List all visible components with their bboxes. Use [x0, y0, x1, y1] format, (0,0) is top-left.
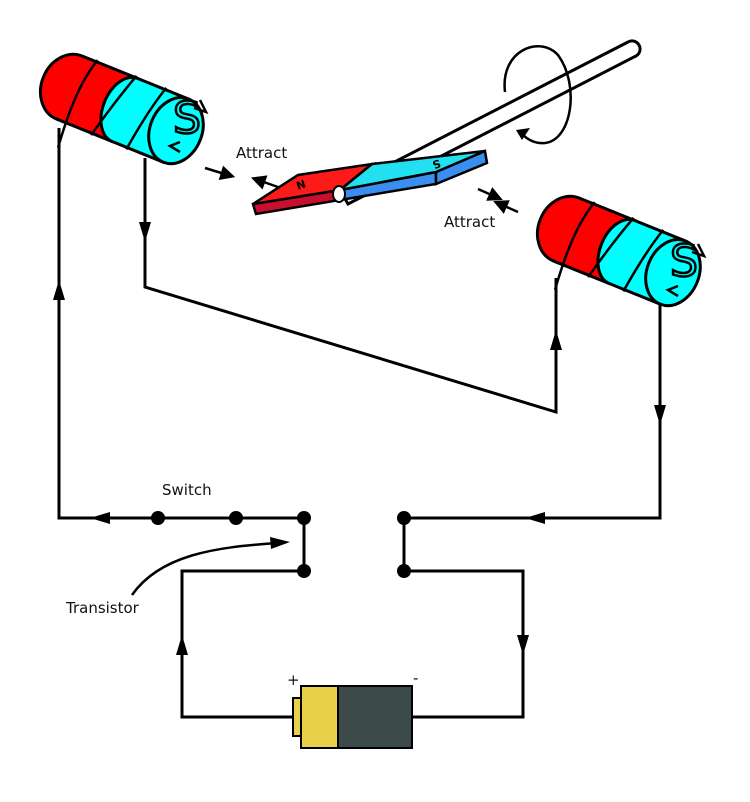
arrow-up-left-outer: [53, 280, 65, 300]
wire-right-outer: [402, 300, 662, 719]
arrow-down-left-coil: [139, 222, 151, 242]
attract-right-label: Attract: [444, 213, 495, 231]
current-direction-arrows: [53, 222, 666, 655]
right-coil-winding-1: [553, 201, 596, 291]
rotation-indicator: [503, 45, 572, 145]
right-coil-winding-2: [587, 217, 635, 278]
transistor-pointer-arrow: [130, 541, 279, 596]
axle-hole: [332, 185, 346, 203]
attract-right-arrow-2: [493, 200, 519, 214]
attract-left-label: Attract: [236, 144, 287, 162]
rotating-bar-magnet: N S: [251, 39, 642, 216]
arrow-up-right-coil: [550, 330, 562, 350]
left-coil-winding-3: [125, 87, 168, 150]
battery-plus-sign: +: [287, 671, 300, 689]
left-coil-winding-1: [56, 59, 99, 149]
right-coil-winding-3: [622, 229, 665, 292]
magnet-south-label: S: [430, 156, 442, 171]
arrow-left-right-row: [525, 512, 545, 524]
left-coil-end-cap: [147, 96, 205, 166]
arrow-down-battery-right: [517, 635, 529, 655]
left-coil-winding-2: [90, 75, 138, 136]
transistor-label: Transistor: [65, 599, 140, 617]
attract-right-arrow-1: [477, 187, 503, 201]
switch-contact-2[interactable]: [229, 511, 243, 525]
wire-transistor-left: [180, 518, 306, 719]
attract-right-indicator: Attract: [444, 187, 519, 231]
transistor-node-bottom-right: [397, 564, 411, 578]
right-coil-end-cap: [644, 238, 702, 308]
attract-left-indicator: Attract: [204, 144, 287, 190]
battery-positive-cap: [300, 685, 340, 749]
switch[interactable]: [151, 511, 243, 525]
switch-label: Switch: [162, 481, 212, 499]
battery-body: [337, 685, 413, 749]
arrow-left-switch-row: [90, 512, 110, 524]
right-electromagnet: S: [535, 194, 707, 308]
right-coil-pole-label: S: [670, 236, 698, 287]
transistor: [297, 511, 411, 578]
magnet-cyan-top: [339, 149, 486, 192]
transistor-node-top-right: [397, 511, 411, 525]
battery: [292, 685, 413, 749]
attract-left-arrow-2: [250, 175, 279, 190]
left-electromagnet: S: [38, 52, 209, 166]
battery-minus-sign: -: [413, 669, 418, 687]
right-coil-rotation-arrow-bottom: [665, 284, 679, 298]
left-coil-rotation-arrow-top: [193, 99, 209, 115]
rotation-indicator-arrowhead: [516, 128, 530, 140]
attract-left-arrow-1: [204, 165, 236, 180]
switch-contact-1[interactable]: [151, 511, 165, 525]
wire-left-outer: [57, 128, 304, 520]
transistor-pointer-arrowhead: [270, 537, 290, 549]
arrow-down-right-outer: [654, 405, 666, 425]
transistor-node-bottom-left: [297, 564, 311, 578]
magnet-north-label: N: [295, 177, 308, 192]
right-coil-rotation-arrow-top: [691, 243, 707, 259]
left-coil-pole-label: S: [173, 93, 201, 144]
left-coil-rotation-arrow-bottom: [167, 140, 181, 154]
transistor-node-top-left: [297, 511, 311, 525]
arrow-up-battery-left: [176, 635, 188, 655]
